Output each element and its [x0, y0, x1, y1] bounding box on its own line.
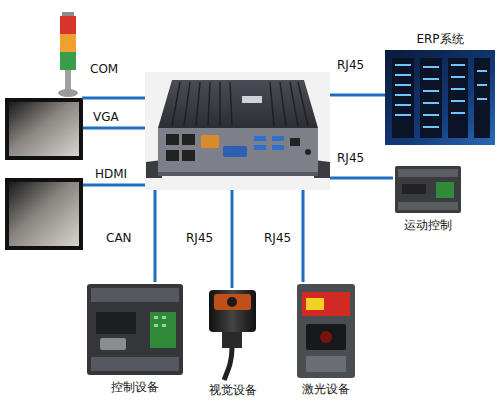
monitor-screen [9, 102, 79, 156]
plc-terminals [398, 169, 458, 177]
plc-body [395, 166, 461, 213]
laser-window [306, 324, 346, 350]
motion-plc [395, 166, 461, 213]
server-racks [392, 58, 490, 138]
plc-terminals [398, 202, 458, 210]
camera-cable [224, 348, 232, 380]
laser-sensor [297, 284, 355, 378]
server-background [385, 50, 495, 145]
server-room [385, 50, 495, 145]
control-device: 控制设备 [85, 282, 185, 377]
device-label: 控制设备 [111, 380, 159, 394]
device-label: 视觉设备 [209, 383, 257, 397]
cable-line [82, 97, 145, 100]
cable-line [330, 94, 385, 97]
plc-terminals [91, 288, 179, 302]
monitor-screen [9, 182, 79, 246]
pc-badge [242, 96, 262, 103]
camera-connector [222, 332, 242, 348]
port-label: CAN [106, 231, 132, 245]
cable-line [83, 184, 145, 187]
monitor [5, 98, 83, 160]
plc-panel [96, 312, 136, 334]
camera-light [214, 294, 251, 310]
port-label: RJ45 [186, 231, 213, 245]
laser-device: 激光设备 [295, 282, 357, 379]
pc-power [305, 149, 311, 155]
cable-line [231, 190, 234, 288]
plc-green-block [150, 312, 176, 348]
plc-leds [154, 316, 166, 327]
control-plc [87, 284, 183, 375]
tower-pole [65, 70, 71, 90]
plc-connector [100, 338, 126, 350]
tower-cap [62, 12, 74, 16]
monitor-vga [5, 98, 83, 160]
plc-green-block [436, 182, 454, 198]
pc-hdmi-port [290, 138, 300, 146]
pc-front [158, 128, 318, 172]
cable-line [154, 190, 157, 282]
pc-background [145, 72, 330, 190]
plc-body [87, 284, 183, 375]
plc-terminals [91, 357, 179, 371]
signal-tower [58, 12, 78, 97]
pc-usb-ports [254, 136, 284, 150]
tower-red [60, 16, 76, 34]
pc-fins [172, 82, 308, 126]
laser-base [306, 356, 346, 372]
device-label: ERP系统 [416, 32, 463, 46]
port-label: HDMI [95, 167, 127, 181]
plc-panel [402, 184, 426, 194]
port-label: COM [90, 62, 118, 76]
tower-green [60, 52, 76, 70]
tower-orange [60, 34, 76, 52]
pc-bottom [158, 172, 318, 176]
port-label: RJ45 [337, 58, 364, 72]
industrial-pc [145, 72, 330, 190]
port-label: RJ45 [337, 151, 364, 165]
laser-body [297, 284, 355, 378]
monitor-frame [5, 98, 83, 160]
port-label: VGA [93, 110, 119, 124]
laser-label [302, 292, 350, 316]
tower-base [58, 89, 78, 97]
laser-lens [320, 331, 332, 343]
monitor-frame [5, 178, 83, 250]
cable-line [302, 190, 305, 282]
laser-warning [306, 298, 324, 310]
erp-server: ERP系统 [385, 50, 495, 145]
device-label: 激光设备 [302, 382, 350, 396]
pc-terminal [201, 135, 219, 148]
monitor [5, 178, 83, 250]
vision-device: 视觉设备 [205, 288, 260, 380]
cable-line [83, 127, 145, 130]
camera-body [209, 290, 256, 332]
pc-rj45-ports [166, 134, 195, 161]
cable-line [330, 177, 393, 180]
motion-controller: 运动控制 [393, 164, 463, 215]
vision-camera [209, 290, 256, 380]
signal-tower [52, 8, 82, 100]
device-label: 运动控制 [404, 218, 452, 232]
pc-vga-port [223, 146, 247, 157]
monitor-hdmi [5, 178, 83, 250]
industrial-pc [145, 72, 330, 190]
port-label: RJ45 [264, 231, 291, 245]
pc-top [158, 80, 318, 128]
camera-lens [227, 297, 237, 307]
server-lights [395, 64, 487, 128]
